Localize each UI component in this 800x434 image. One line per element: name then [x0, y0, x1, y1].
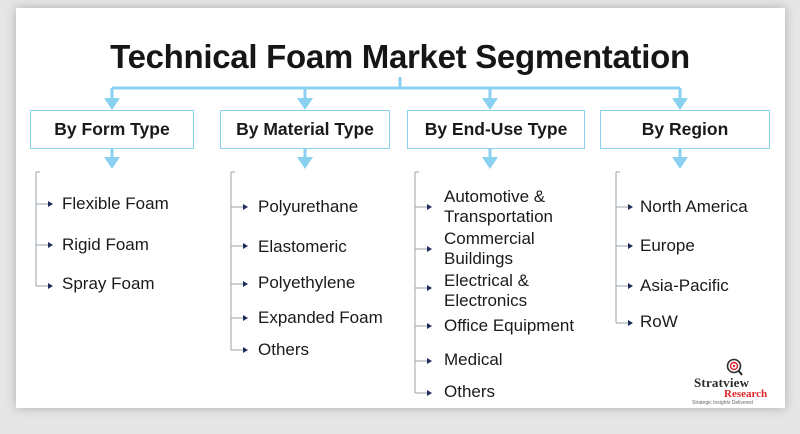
material-type-item: Polyurethane [258, 197, 359, 216]
end-use-item-line: Commercial [444, 229, 535, 248]
region-item: Asia-Pacific [640, 276, 729, 295]
end-use-item: Medical [444, 350, 503, 369]
end-use-item: Office Equipment [444, 316, 575, 335]
stratview-logo: Stratview Research Strategic Insights De… [690, 357, 770, 407]
category-end-use-type: By End-Use Type [407, 110, 585, 149]
arrow-region [672, 98, 688, 110]
end-use-item: Commercial Buildings [444, 229, 535, 269]
category-form-type: By Form Type [30, 110, 194, 149]
end-use-item: Electrical & Electronics [444, 271, 529, 311]
diagram-card [16, 8, 785, 408]
end-use-item-line: Electronics [444, 291, 528, 310]
logo-tagline: Strategic Insights Delivered [692, 400, 753, 406]
arrow-end-use-type [482, 98, 498, 110]
material-type-item: Polyethylene [258, 273, 356, 292]
magnifier-target-icon [726, 358, 743, 376]
form-type-item: Spray Foam [62, 274, 155, 293]
end-use-item: Automotive & Transportation [444, 187, 553, 227]
category-region: By Region [600, 110, 770, 149]
end-use-item: Others [444, 382, 496, 401]
logo-sub: Research [724, 388, 768, 400]
arrow-material-type [297, 98, 313, 110]
material-type-item: Others [258, 340, 310, 359]
end-use-item-line: Electrical & [444, 271, 530, 290]
region-item: North America [640, 197, 748, 216]
form-type-item: Rigid Foam [62, 235, 149, 254]
diagram-title: Technical Foam Market Segmentation [110, 38, 690, 75]
material-type-item: Elastomeric [258, 237, 347, 256]
arrow-form-type [104, 98, 120, 110]
form-type-item: Flexible Foam [62, 194, 169, 213]
logo-name: Stratview [694, 375, 750, 390]
end-use-item-line: Buildings [444, 249, 513, 268]
region-item: Europe [640, 236, 695, 255]
material-type-item: Expanded Foam [258, 308, 383, 327]
category-material-type: By Material Type [220, 110, 390, 149]
end-use-item-line: Transportation [444, 207, 553, 226]
end-use-item-line: Automotive & [444, 187, 546, 206]
region-item: RoW [640, 312, 678, 331]
